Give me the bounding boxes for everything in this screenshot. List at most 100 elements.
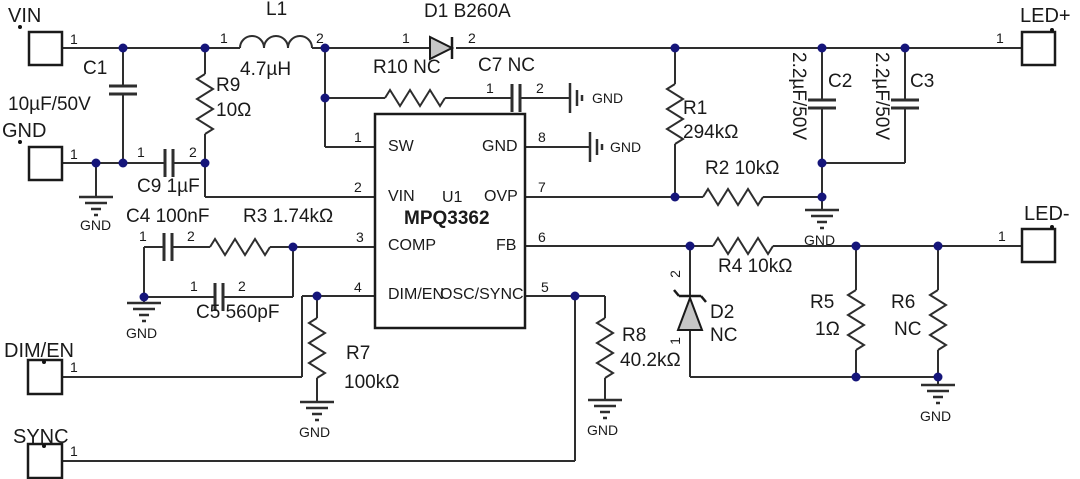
c7-pin1-number: 1: [486, 80, 494, 96]
resistors: [195, 73, 948, 379]
d1-label: D1 B260A: [424, 1, 511, 22]
ic-pin-comp-label: COMP: [388, 237, 436, 254]
gnd-symbol-pin8: [588, 132, 604, 162]
resistor-r2: [702, 187, 764, 207]
dim-en-net-label: DIM/EN: [4, 340, 74, 362]
c5-pin1-number: 1: [190, 278, 198, 294]
r2-label: R2 10kΩ: [705, 158, 780, 179]
capacitors: [109, 84, 919, 311]
vin-net-label: VIN: [8, 5, 42, 27]
ic-refdes-label: U1: [442, 189, 463, 206]
ic-pin-dim-en-label: DIM/EN: [388, 286, 444, 303]
d2-pin2-number: 2: [666, 270, 683, 278]
d2-ref-label: D2: [710, 302, 735, 323]
dim-en-connector-box: [26, 358, 64, 396]
l1-pin2-number: 2: [316, 30, 324, 46]
c9-pin1-number: 1: [137, 144, 145, 160]
r5-ref-label: R5: [810, 292, 835, 313]
c5-label: C5 560pF: [196, 302, 280, 323]
c3-value-label: 2.2µF/50V: [871, 52, 892, 141]
c4-pin1-number: 1: [139, 228, 147, 244]
ic-part-number: MPQ3362: [404, 208, 490, 229]
l1-value-label: 4.7µH: [240, 59, 292, 80]
led-plus-net-label: LED+: [1020, 5, 1071, 27]
ic-pin1-number: 1: [354, 129, 362, 145]
led-minus-pin-number: 1: [998, 228, 1006, 244]
sync-connector-box: [26, 442, 64, 479]
r9-value-label: 10Ω: [216, 100, 252, 121]
capacitor-c9: [163, 149, 175, 177]
ic-pin-gnd-label: GND: [482, 138, 518, 155]
d1-pin2-number: 2: [468, 30, 476, 46]
inductor-l1: [239, 35, 313, 49]
ic-pin5-number: 5: [541, 279, 549, 295]
r7-value-label: 100kΩ: [344, 372, 400, 393]
r1-value-label: 294kΩ: [683, 122, 739, 143]
c4-label: C4 100nF: [126, 206, 210, 227]
gnd-text-c4: GND: [126, 325, 158, 341]
capacitor-c5: [213, 283, 225, 311]
d2-value-label: NC: [710, 325, 738, 346]
connector-boxes: [26, 30, 1057, 479]
resistor-r5: [846, 289, 866, 351]
ic-pin-fb-label: FB: [496, 237, 517, 254]
r5-value-label: 1Ω: [815, 319, 840, 340]
ic-pin8-number: 8: [538, 129, 546, 145]
dim-en-pin-number: 1: [70, 359, 78, 375]
gnd-symbol-c4: [127, 301, 161, 323]
ic-u1-body: [373, 112, 527, 330]
gnd-text-ovp: GND: [804, 232, 836, 248]
net-label-dots: [18, 25, 1054, 448]
gnd-text-ledrtn: GND: [920, 408, 952, 424]
ic-pin-osc-sync-label: OSC/SYNC: [440, 286, 524, 303]
gnd-text-input: GND: [80, 217, 112, 233]
gnd-symbol-ovp: [805, 208, 839, 230]
gnd-symbol-r7: [300, 400, 334, 422]
r8-ref-label: R8: [622, 325, 647, 346]
capacitor-c2: [808, 98, 836, 110]
r6-ref-label: R6: [891, 292, 916, 313]
resistor-r1: [665, 83, 685, 145]
capacitor-c3: [891, 98, 919, 110]
r10-label: R10 NC: [373, 57, 441, 78]
c3-ref-label: C3: [910, 71, 935, 92]
ic-pin7-number: 7: [538, 179, 546, 195]
c7-pin2-number: 2: [536, 80, 544, 96]
vin-connector-box: [27, 30, 64, 67]
ground-symbols: [79, 83, 955, 422]
c7-label: C7 NC: [478, 55, 536, 76]
r7-ref-label: R7: [346, 343, 371, 364]
junction-dots: [91, 43, 943, 382]
gnd-text-r8: GND: [587, 422, 619, 438]
gnd-connector-box: [27, 145, 64, 182]
r6-value-label: NC: [894, 319, 922, 340]
resistor-r10: [384, 88, 446, 108]
gnd-pin-number: 1: [70, 146, 78, 162]
r3-label: R3 1.74kΩ: [243, 206, 334, 227]
gnd-net-label: GND: [2, 120, 47, 142]
gnd-text-pin8: GND: [610, 139, 642, 155]
gnd-symbol-c7: [568, 83, 584, 113]
l1-pin1-number: 1: [220, 30, 228, 46]
c9-label: C9 1µF: [137, 176, 200, 197]
c2-value-label: 2.2µF/50V: [788, 52, 809, 141]
ic-pin6-number: 6: [538, 229, 546, 245]
r8-value-label: 40.2kΩ: [620, 350, 681, 371]
c1-ref-label: C1: [83, 58, 108, 79]
ic-pin-sw-label: SW: [388, 138, 414, 155]
led-plus-pin-number: 1: [996, 30, 1004, 46]
led-minus-connector-box: [1020, 227, 1057, 264]
gnd-text-r7: GND: [299, 424, 331, 440]
c1-value-label: 10µF/50V: [8, 94, 91, 115]
r9-ref-label: R9: [216, 75, 241, 96]
gnd-text-c7: GND: [592, 90, 624, 106]
ic-pin4-number: 4: [354, 279, 362, 295]
d1-pin1-number: 1: [402, 30, 410, 46]
resistor-r6: [928, 289, 948, 351]
d2-pin1-number: 1: [666, 337, 683, 345]
ic-pin-vin-label: VIN: [388, 188, 415, 205]
c4-pin2-number: 2: [187, 228, 195, 244]
diode-d2-zener: [673, 289, 707, 331]
